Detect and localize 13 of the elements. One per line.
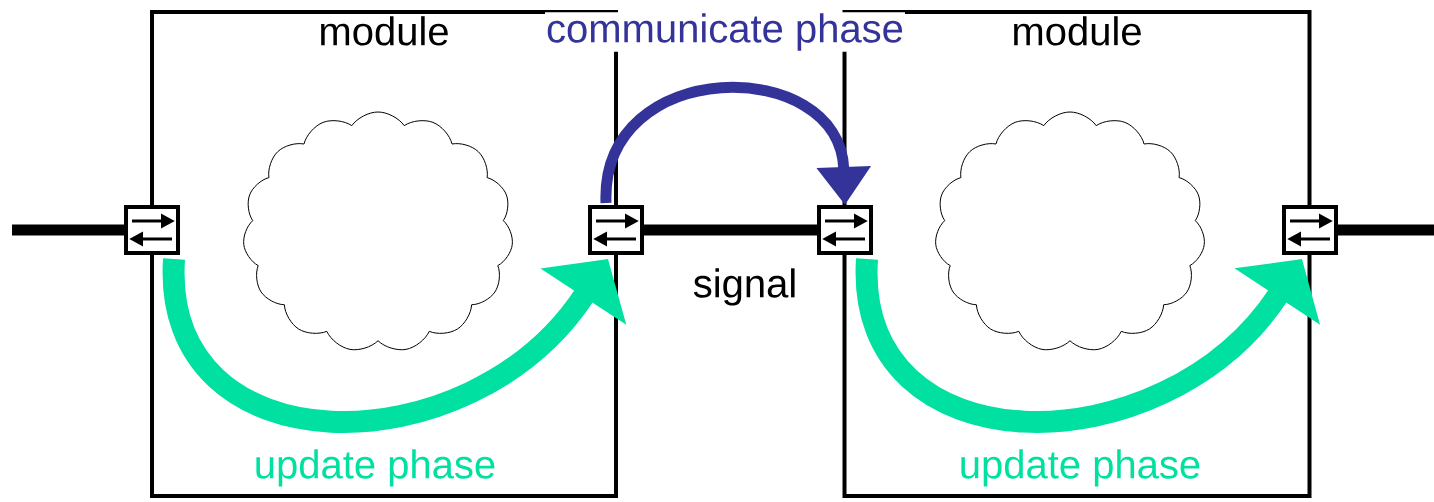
cloud-shape: [935, 111, 1205, 351]
signal-line: [12, 224, 124, 236]
port-symbol: [588, 205, 644, 255]
edge-label: communicate phase: [545, 12, 905, 52]
signal-line: [644, 224, 817, 236]
edge-label: update phase: [252, 448, 498, 488]
port-symbol: [1282, 205, 1338, 255]
signal-line: [1338, 224, 1434, 236]
port-symbol: [124, 205, 180, 255]
edge-label: signal: [691, 267, 799, 307]
cloud-shape: [243, 111, 513, 351]
edge-label: update phase: [957, 448, 1203, 488]
port-symbol: [817, 205, 873, 255]
